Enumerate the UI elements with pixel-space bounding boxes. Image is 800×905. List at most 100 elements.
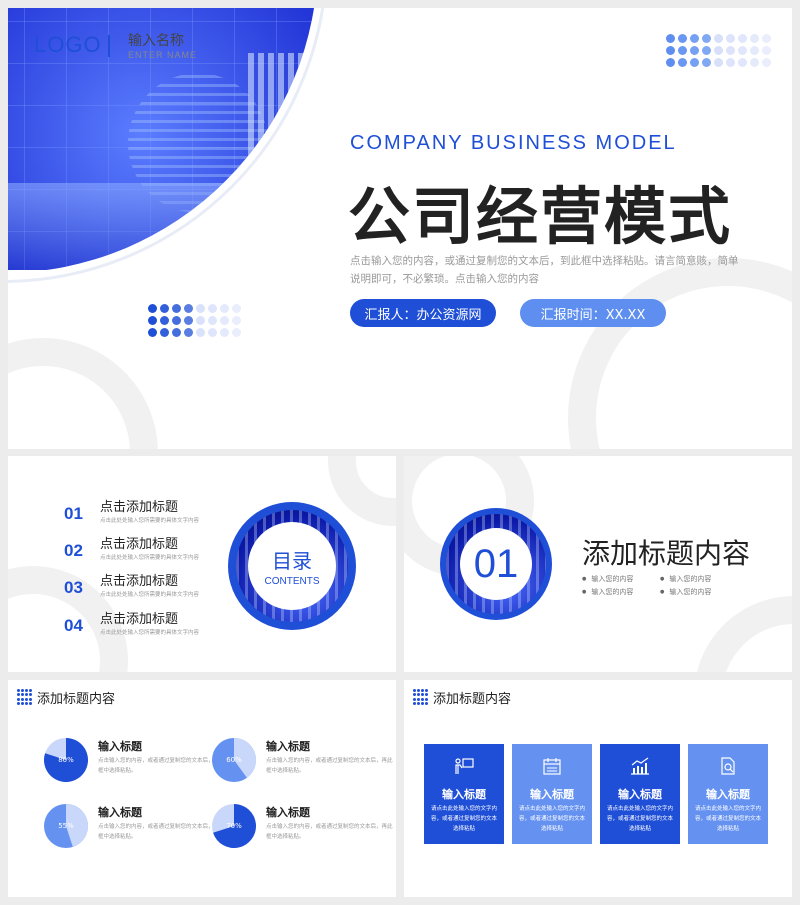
section-number: 01 (473, 541, 519, 586)
decorative-ring (694, 596, 792, 672)
dot (690, 46, 699, 55)
dot (750, 46, 759, 55)
slide-cover[interactable]: LOGO 输入名称 ENTER NAME COMPANY BUSINESS MO… (8, 8, 792, 449)
item-description: 点击输入您的内容，或者通过复制您的文本后，再此框中选择粘贴。 (266, 758, 393, 774)
dot (714, 58, 723, 67)
toc-subtitle: 点击此处处输入您所需要的具体文字内容 (100, 630, 200, 636)
dot (208, 328, 217, 337)
card-description: 请点击此处输入您的文字内容，或者通过复制您的文本选择粘贴 (606, 806, 673, 832)
dot (184, 316, 193, 325)
section-badge: 01 (440, 508, 552, 620)
dot (196, 328, 205, 337)
page-title: 公司经营模式 (348, 180, 733, 253)
contents-badge-sub: CONTENTS (264, 576, 320, 587)
calendar-icon (543, 758, 561, 775)
pie-slice (213, 804, 256, 848)
feature-card[interactable]: 输入标题 请点击此处输入您的文字内容，或者通过复制您的文本选择粘贴 (512, 744, 592, 844)
item-description: 点击输入您的内容，或者通过复制您的文本后，再此框中选择粘贴。 (98, 824, 225, 840)
dot (726, 58, 735, 67)
pie-slice (234, 738, 256, 778)
contents-badge: 目录 CONTENTS (228, 502, 356, 630)
card-title: 输入标题 (618, 788, 662, 801)
item-title: 输入标题 (266, 740, 310, 753)
dot (160, 316, 169, 325)
card-description: 请点击此处输入您的文字内容，或者通过复制您的文本选择粘贴 (518, 806, 585, 832)
slide-pie-items[interactable]: 添加标题内容 80% 输入标题 点击输入您的内容，或者通过复制您的文本后，再此框… (8, 680, 396, 897)
dot (666, 34, 675, 43)
dot (208, 304, 217, 313)
item-description: 点击输入您的内容，或者通过复制您的文本后，再此框中选择粘贴。 (266, 824, 393, 840)
pie-slice (44, 738, 88, 782)
dot (702, 34, 711, 43)
card-title: 输入标题 (442, 788, 486, 801)
item-title: 输入标题 (98, 806, 142, 819)
card-title: 输入标题 (530, 788, 574, 801)
pie-percent: 55% (58, 822, 74, 830)
toc-title: 点击添加标题 (100, 500, 179, 515)
toc-number: 03 (64, 578, 83, 597)
bullet-item: 输入您的内容 (660, 574, 711, 584)
dot (208, 316, 217, 325)
slide-section[interactable]: 01 添加标题内容 输入您的内容 输入您的内容 输入您的内容 输入您的内容 (404, 456, 792, 672)
bullet-item: 输入您的内容 (582, 574, 633, 584)
hero-image (8, 8, 348, 270)
pie-chart (44, 804, 88, 848)
dot (220, 328, 229, 337)
pie-slice (66, 804, 88, 847)
slide-contents[interactable]: 01 点击添加标题 点击此处处输入您所需要的具体文字内容 02 点击添加标题 点… (8, 456, 396, 672)
toc-subtitle: 点击此处处输入您所需要的具体文字内容 (100, 518, 200, 524)
pie-chart (44, 738, 88, 782)
feature-card[interactable]: 输入标题 请点击此处输入您的文字内容，或者通过复制您的文本选择粘贴 (600, 744, 680, 844)
dot (690, 34, 699, 43)
toc-title: 点击添加标题 (100, 537, 179, 552)
document-search-icon (721, 757, 735, 775)
card-title: 输入标题 (706, 788, 750, 801)
toc-number: 01 (64, 504, 83, 523)
toc-number: 04 (64, 616, 83, 635)
pie-item[interactable]: 60% 输入标题 点击输入您的内容，或者通过复制您的文本后，再此框中选择粘贴。 (212, 738, 393, 788)
item-title: 输入标题 (98, 740, 142, 753)
dot (726, 46, 735, 55)
slide-cards[interactable]: 添加标题内容 输入标题 请点击此处输入您的文字内容，或者通过复制您的文本选择粘贴… (404, 680, 792, 897)
card-description: 请点击此处输入您的文字内容，或者通过复制您的文本选择粘贴 (694, 806, 761, 832)
pie-item[interactable]: 70% 输入标题 点击输入您的内容，或者通过复制您的文本后，再此框中选择粘贴。 (212, 804, 393, 854)
section-title: 添加标题内容 (582, 537, 751, 570)
report-time-badge: 汇报时间：XX.XX (520, 299, 666, 327)
dot (714, 46, 723, 55)
toc-subtitle: 点击此处处输入您所需要的具体文字内容 (100, 592, 200, 598)
dot (762, 58, 771, 67)
feature-card[interactable]: 输入标题 请点击此处输入您的文字内容，或者通过复制您的文本选择粘贴 (424, 744, 504, 844)
dot (738, 58, 747, 67)
brand-name: 输入名称 (128, 33, 184, 49)
dot (220, 304, 229, 313)
dot-pattern (148, 304, 241, 337)
logo: LOGO (34, 32, 102, 57)
toc-title: 点击添加标题 (100, 612, 179, 627)
toc-subtitle: 点击此处处输入您所需要的具体文字内容 (100, 555, 200, 561)
dot (738, 34, 747, 43)
dot (666, 46, 675, 55)
pie-chart (212, 738, 256, 782)
pie-item[interactable]: 80% 输入标题 点击输入您的内容，或者通过复制您的文本后，再此框中选择粘贴。 (44, 738, 225, 788)
feature-card[interactable]: 输入标题 请点击此处输入您的文字内容，或者通过复制您的文本选择粘贴 (688, 744, 768, 844)
toc-number: 02 (64, 541, 83, 560)
dot (762, 46, 771, 55)
dot-grid-icon (413, 689, 429, 705)
dot (666, 58, 675, 67)
dot (232, 316, 241, 325)
bullet-item: 输入您的内容 (660, 587, 711, 597)
pie-item[interactable]: 55% 输入标题 点击输入您的内容，或者通过复制您的文本后，再此框中选择粘贴。 (44, 804, 225, 854)
dot (762, 34, 771, 43)
dot (678, 58, 687, 67)
pie-percent: 80% (58, 756, 74, 764)
dot-grid-icon (17, 689, 33, 705)
chart-icon (631, 757, 649, 775)
title-en: COMPANY BUSINESS MODEL (350, 132, 677, 154)
dot (160, 304, 169, 313)
dot (678, 34, 687, 43)
dot (148, 328, 157, 337)
slide-header: 添加标题内容 (37, 692, 116, 707)
dot (196, 316, 205, 325)
item-title: 输入标题 (266, 806, 310, 819)
dot-pattern (666, 34, 771, 67)
